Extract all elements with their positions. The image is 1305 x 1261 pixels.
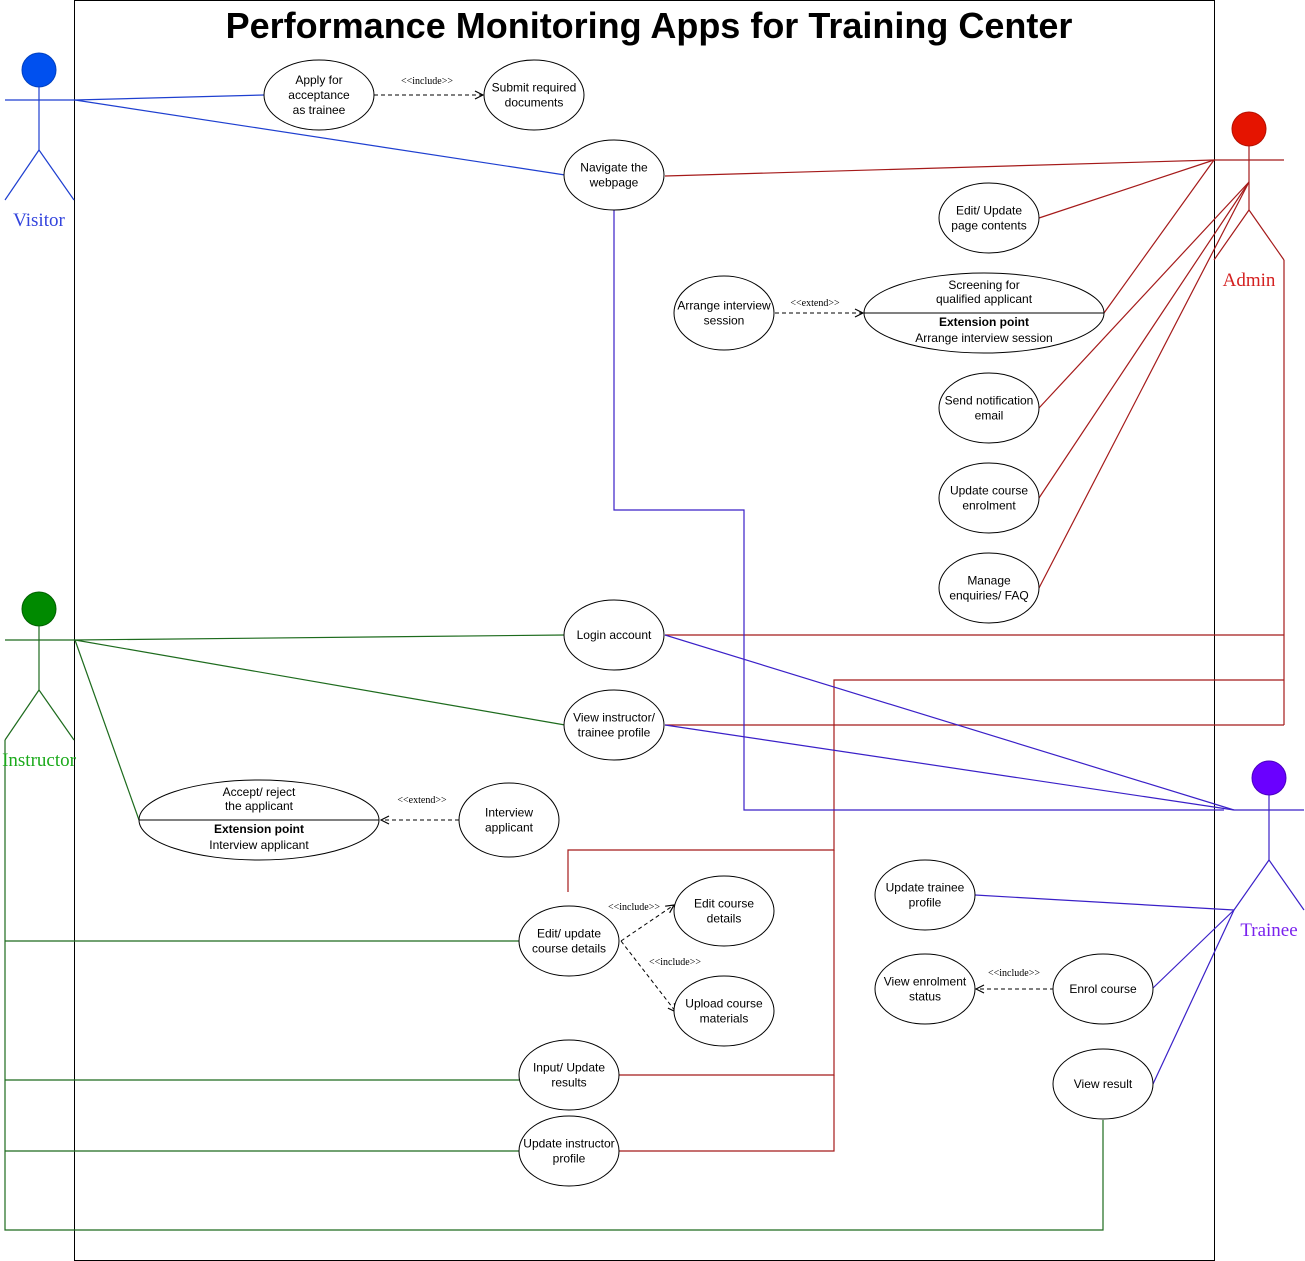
use-case-label: Login account [577, 628, 652, 642]
use-case-label: Edit/ Update [956, 204, 1022, 218]
use-case-label: session [704, 314, 745, 328]
dependency-relations [374, 95, 1054, 1012]
actor-instructor-label: Instructor [2, 750, 77, 771]
use-case-label: View result [1074, 1077, 1133, 1091]
actor-visitor-label: Visitor [13, 210, 65, 231]
use-case-view-profile[interactable]: View instructor/trainee profile [563, 689, 665, 761]
use-case-label: Input/ Update [533, 1061, 605, 1075]
use-case-label: acceptance [288, 88, 350, 102]
use-case-label: as trainee [293, 103, 346, 117]
extend-label-interview: <<extend>> [397, 795, 447, 806]
use-case-label: View instructor/ [573, 711, 655, 725]
extend-label-arrange: <<extend>> [790, 298, 840, 309]
use-case-login[interactable]: Login account [563, 599, 665, 671]
use-case-label: email [975, 409, 1004, 423]
instructor-head-icon [21, 591, 57, 627]
include-label-edit-details: <<include>> [608, 902, 660, 913]
use-case-label: Update course [950, 484, 1028, 498]
actor-admin[interactable]: Admin [1213, 111, 1285, 725]
instructor-associations [4, 634, 1104, 1231]
use-case-label: Edit/ update [537, 927, 601, 941]
use-case-label: Send notification [945, 394, 1034, 408]
use-case-label: Submit required [492, 81, 577, 95]
diagram-title: Performance Monitoring Apps for Training… [226, 5, 1073, 46]
actor-admin-label: Admin [1223, 270, 1276, 291]
include-label-enrolment-status: <<include>> [988, 968, 1040, 979]
admin-head-icon [1231, 111, 1267, 147]
use-case-label: enrolment [962, 499, 1016, 513]
use-case-label: status [909, 990, 941, 1004]
include-label-upload: <<include>> [649, 957, 701, 968]
actor-trainee[interactable]: Trainee [1233, 760, 1305, 941]
use-case-label: enquiries/ FAQ [949, 589, 1028, 603]
use-case-label: Arrange interview [677, 299, 771, 313]
actor-visitor[interactable]: Visitor [4, 52, 75, 231]
use-case-label: course details [532, 942, 606, 956]
use-case-label: Edit course [694, 897, 754, 911]
use-case-enrol-course[interactable]: Enrol course [1052, 953, 1154, 1025]
use-case-label: Interview [485, 806, 533, 820]
use-case-label: Enrol course [1069, 982, 1137, 996]
admin-associations [567, 159, 1284, 1152]
extension-point-value: Arrange interview session [915, 331, 1052, 345]
use-case-label: Apply for [295, 73, 342, 87]
actor-trainee-label: Trainee [1240, 920, 1297, 941]
use-case-label: Manage [967, 574, 1011, 588]
actor-instructor[interactable]: Instructor [2, 591, 77, 771]
use-case-label: Update trainee [886, 881, 965, 895]
use-case-label: Upload course [685, 997, 763, 1011]
use-case-label: page contents [951, 219, 1026, 233]
use-case-label: results [551, 1076, 586, 1090]
use-case-label: profile [909, 896, 942, 910]
use-case-label: Screening for [948, 278, 1019, 292]
use-case-label: View enrolment [884, 975, 967, 989]
use-case-label: profile [553, 1152, 586, 1166]
extension-point-value: Interview applicant [209, 838, 309, 852]
extension-point-title: Extension point [214, 822, 304, 836]
extension-point-title: Extension point [939, 315, 1029, 329]
visitor-associations [74, 94, 566, 176]
visitor-head-icon [21, 52, 57, 88]
use-case-label: Update instructor [523, 1137, 614, 1151]
trainee-head-icon [1251, 760, 1287, 796]
use-case-label: Navigate the [580, 161, 648, 175]
trainee-associations [613, 210, 1235, 1085]
use-case-label: qualified applicant [936, 292, 1033, 306]
use-case-label: trainee profile [578, 726, 651, 740]
use-case-label: applicant [485, 821, 534, 835]
use-case-label: documents [505, 96, 564, 110]
use-case-label: the applicant [225, 799, 294, 813]
use-case-view-result[interactable]: View result [1052, 1048, 1154, 1120]
use-case-label: webpage [589, 176, 639, 190]
use-case-label: materials [700, 1012, 749, 1026]
use-case-label: Accept/ reject [223, 785, 296, 799]
include-label-submit: <<include>> [401, 76, 453, 87]
use-case-label: details [707, 912, 742, 926]
